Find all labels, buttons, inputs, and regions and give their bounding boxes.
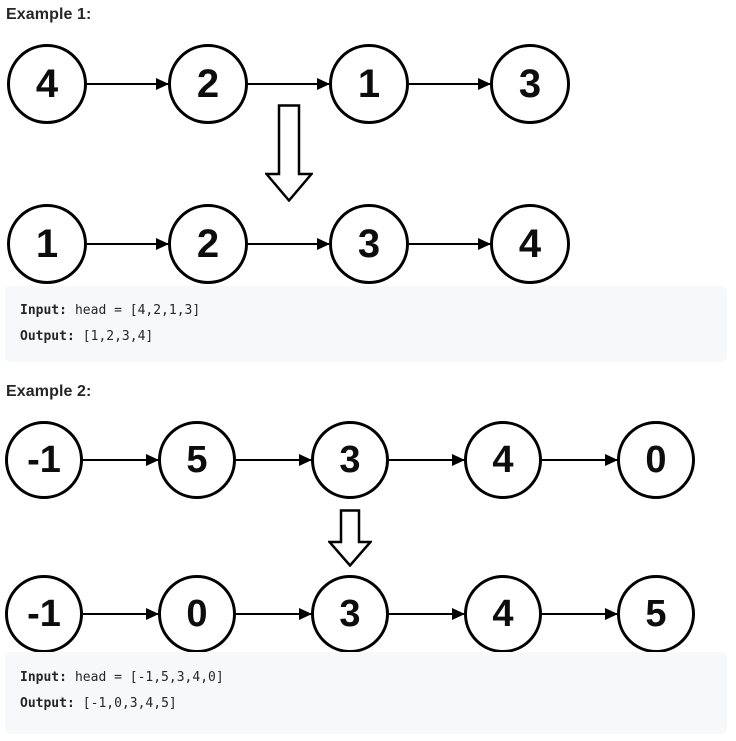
next-pointer-arrow-icon: [409, 82, 490, 86]
example-1-code-block: Input: head = [4,2,1,3] Output: [1,2,3,4]: [5, 286, 727, 362]
linked-list-example1-after: 1 2 3 4: [7, 204, 570, 284]
input-value: head = [4,2,1,3]: [74, 303, 201, 318]
next-pointer-arrow-icon: [389, 612, 464, 616]
next-pointer-arrow-icon: [83, 612, 158, 616]
list-node: 2: [168, 204, 248, 284]
list-node: -1: [5, 575, 83, 653]
list-node: 2: [168, 44, 248, 124]
next-pointer-arrow-icon: [542, 458, 617, 462]
next-pointer-arrow-icon: [83, 458, 158, 462]
list-node: 5: [617, 575, 695, 653]
list-node: 0: [158, 575, 236, 653]
list-node: 0: [617, 421, 695, 499]
next-pointer-arrow-icon: [87, 242, 168, 246]
output-label: Output:: [20, 696, 75, 711]
next-pointer-arrow-icon: [87, 82, 168, 86]
next-pointer-arrow-icon: [248, 82, 329, 86]
output-label: Output:: [20, 329, 75, 344]
list-node: 3: [329, 204, 409, 284]
output-value: [1,2,3,4]: [82, 329, 154, 344]
linked-list-example1-before: 4 2 1 3: [7, 44, 570, 124]
down-block-arrow-icon: [263, 104, 315, 207]
list-node: 5: [158, 421, 236, 499]
input-line: Input: head = [4,2,1,3]: [20, 303, 712, 319]
output-value: [-1,0,3,4,5]: [82, 696, 177, 711]
list-node: 3: [490, 44, 570, 124]
example-1-heading: Example 1:: [6, 6, 92, 23]
input-line: Input: head = [-1,5,3,4,0]: [20, 670, 712, 686]
list-node: 4: [464, 421, 542, 499]
example-2-heading: Example 2:: [6, 383, 92, 400]
next-pointer-arrow-icon: [389, 458, 464, 462]
output-line: Output: [1,2,3,4]: [20, 329, 712, 345]
list-node: 1: [7, 204, 87, 284]
down-block-arrow-icon: [326, 509, 374, 572]
output-line: Output: [-1,0,3,4,5]: [20, 696, 712, 712]
next-pointer-arrow-icon: [236, 612, 311, 616]
list-node: 4: [490, 204, 570, 284]
example-2-code-block: Input: head = [-1,5,3,4,0] Output: [-1,0,3…: [5, 652, 727, 734]
next-pointer-arrow-icon: [236, 458, 311, 462]
list-node: 3: [311, 421, 389, 499]
list-node: -1: [5, 421, 83, 499]
list-node: 1: [329, 44, 409, 124]
list-node: 4: [7, 44, 87, 124]
input-label: Input:: [20, 303, 67, 318]
list-node: 3: [311, 575, 389, 653]
input-value: head = [-1,5,3,4,0]: [74, 670, 224, 685]
next-pointer-arrow-icon: [409, 242, 490, 246]
next-pointer-arrow-icon: [248, 242, 329, 246]
next-pointer-arrow-icon: [542, 612, 617, 616]
list-node: 4: [464, 575, 542, 653]
input-label: Input:: [20, 670, 67, 685]
